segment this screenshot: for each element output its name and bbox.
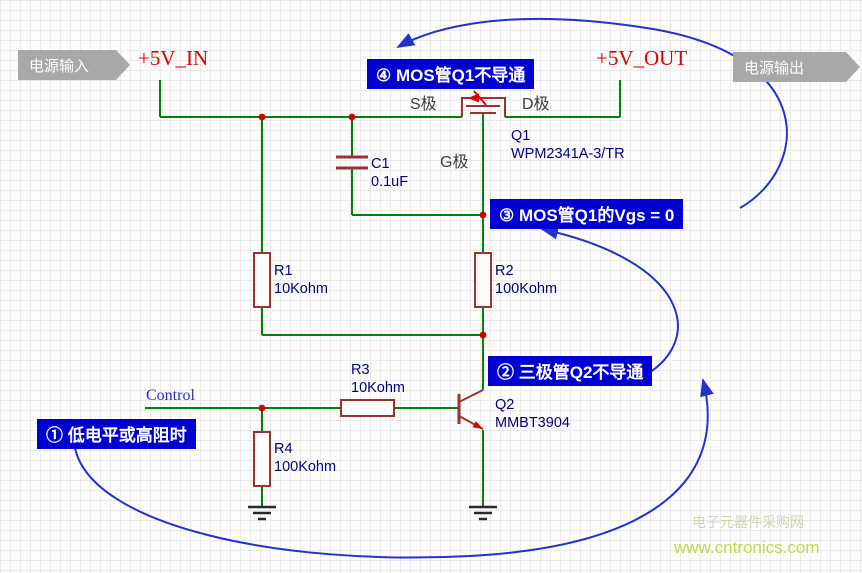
ground-symbol-q2: [469, 505, 497, 521]
watermark-url: www.cntronics.com: [674, 538, 820, 557]
q2-designator: Q2: [495, 397, 515, 413]
r1-value: 10Kohm: [274, 281, 329, 297]
q1-source-pin-label: S极: [410, 96, 437, 113]
resistor-r4-body: [253, 431, 271, 487]
vout-net-label: +5V_OUT: [596, 46, 688, 70]
resistor-r2-body: [474, 252, 492, 308]
power-output-banner: 电源输出: [733, 52, 860, 82]
q1-gate-pin-label: G极: [440, 154, 469, 171]
r4-value: 100Kohm: [274, 459, 337, 475]
r1-designator: R1: [274, 263, 293, 279]
npn-q2-symbol: [457, 389, 484, 430]
q2-part-number: MMBT3904: [495, 415, 570, 431]
r4-designator: R4: [274, 441, 293, 457]
r2-value: 100Kohm: [495, 281, 558, 297]
ground-symbols: [248, 505, 497, 521]
q1-part-number: WPM2341A-3/TR: [511, 146, 625, 162]
power-output-banner-label: 电源输出: [744, 59, 805, 77]
components: [253, 90, 506, 487]
q1-drain-pin-label: D极: [522, 96, 550, 113]
watermark-text: 电子元器件采购网: [692, 514, 804, 530]
npn-emitter-arrow: [472, 421, 483, 429]
c1-value: 0.1uF: [371, 174, 409, 190]
power-input-banner-label: 电源输入: [29, 57, 90, 75]
annotation-step4: ④ MOS管Q1不导通: [367, 59, 535, 89]
mosfet-body-diode-mark: [473, 90, 487, 106]
ground-symbol-r4: [248, 505, 276, 521]
flow-arrows: [74, 17, 788, 559]
flow-arrow-1-to-2: [74, 378, 714, 559]
c1-designator: C1: [371, 156, 390, 172]
npn-collector: [458, 389, 484, 403]
annotation-step3: ③ MOS管Q1的Vgs = 0: [490, 199, 684, 229]
junction-dots: [258, 113, 487, 412]
resistor-r3-body: [340, 399, 395, 417]
r2-designator: R2: [495, 263, 514, 279]
resistor-r1-body: [253, 252, 271, 308]
mosfet-arrow: [468, 93, 479, 103]
mosfet-q1-symbol: [461, 90, 506, 117]
flow-arrow-3-to-4: [396, 17, 788, 209]
r3-value: 10Kohm: [351, 380, 406, 396]
control-net-label: Control: [146, 387, 195, 404]
capacitor-c1-body: [336, 155, 368, 170]
vin-net-label: +5V_IN: [138, 46, 209, 70]
annotation-step2: ② 三极管Q2不导通: [488, 356, 653, 386]
q1-designator: Q1: [511, 128, 531, 144]
wire-net: [145, 80, 621, 507]
flow-arrow-2-to-3: [540, 225, 679, 379]
annotation-step1: ① 低电平或高阻时: [37, 419, 196, 449]
power-input-banner: 电源输入: [18, 50, 130, 80]
r3-designator: R3: [351, 362, 370, 378]
